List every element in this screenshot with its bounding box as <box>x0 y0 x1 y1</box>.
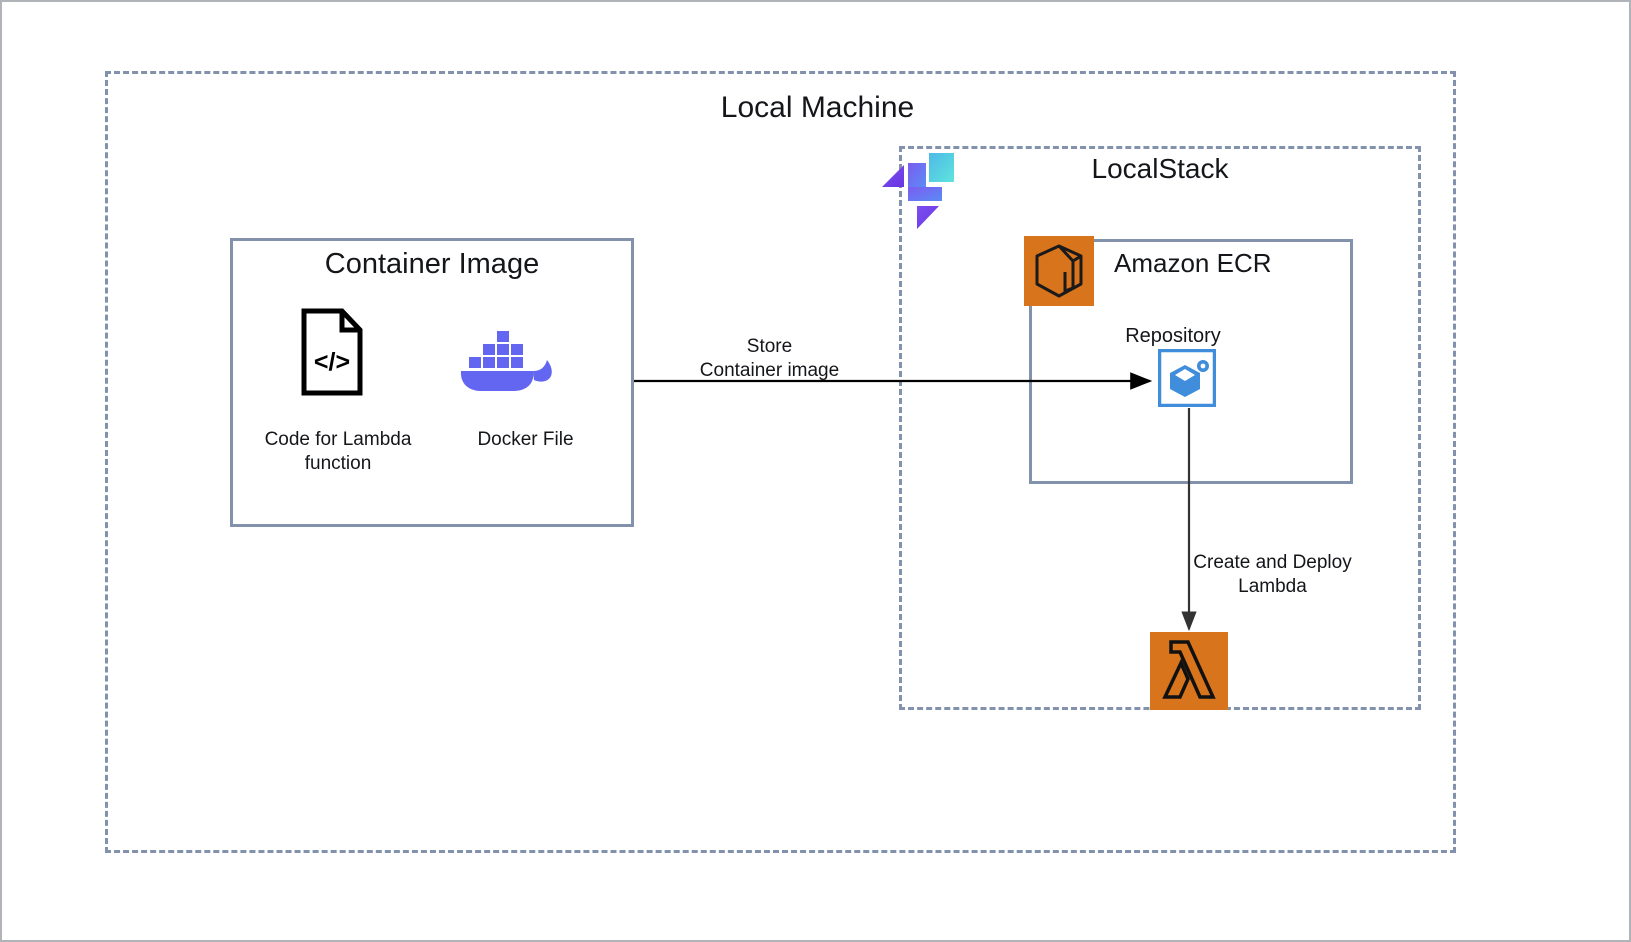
ecr-repository-icon <box>1157 348 1217 408</box>
aws-lambda-service-icon <box>1150 632 1228 710</box>
code-file-caption: Code for Lambda function <box>264 429 412 474</box>
deploy-edge-label: Create and Deploy Lambda <box>1193 552 1352 597</box>
localstack-title: LocalStack <box>1091 153 1229 184</box>
svg-text:</>: </> <box>314 348 350 376</box>
docker-whale-icon <box>455 327 555 395</box>
local-machine-boundary <box>105 71 1456 853</box>
amazon-ecr-title: Amazon ECR <box>1114 248 1272 278</box>
localstack-logo-icon <box>882 149 954 233</box>
amazon-ecr-service-icon <box>1024 236 1094 306</box>
container-image-title: Container Image <box>324 248 540 280</box>
container-image-group <box>230 238 634 527</box>
local-machine-title: Local Machine <box>720 91 915 124</box>
store-edge-label: Store Container image <box>699 336 840 381</box>
repository-caption: Repository <box>1125 325 1221 347</box>
docker-file-caption: Docker File <box>477 429 574 450</box>
code-file-icon: </> <box>300 308 364 396</box>
